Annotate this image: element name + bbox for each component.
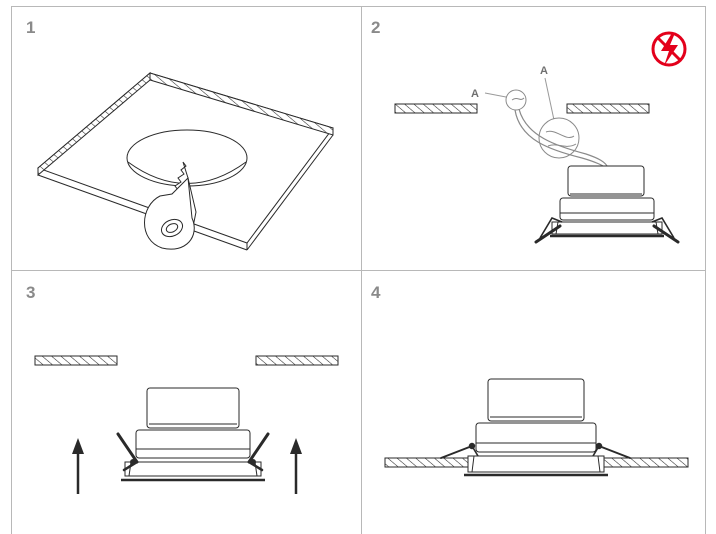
step-number-1: 1 <box>26 18 35 37</box>
panel-grid <box>11 6 706 534</box>
callout-label-a-right: A <box>540 65 548 77</box>
downlight-fixture <box>440 378 631 477</box>
arrow-up-icon <box>72 438 84 494</box>
panel-3-insert-fixture <box>34 355 339 494</box>
arrow-up-icon <box>290 438 302 494</box>
downlight-fixture <box>534 165 680 244</box>
ceiling-section-left <box>34 355 118 366</box>
ceiling-section-left <box>384 457 471 468</box>
spring-clip-left <box>440 442 479 459</box>
spring-clip-right <box>651 217 680 244</box>
spring-clip-right <box>247 432 270 472</box>
spring-clip-left <box>534 217 563 244</box>
supply-wires <box>514 108 609 169</box>
step-number-4: 4 <box>371 283 381 302</box>
ceiling-section-right <box>603 457 689 468</box>
spring-clip-left <box>116 432 139 472</box>
panel-2-wiring: A A <box>394 31 687 244</box>
detail-callouts: A A <box>471 65 555 121</box>
hole-saw-icon <box>144 161 197 250</box>
panel-4-installed <box>384 378 689 477</box>
panel-1-cut-ceiling <box>37 71 334 251</box>
connector-small <box>505 89 527 111</box>
step-number-2: 2 <box>371 18 380 37</box>
downlight-fixture <box>116 387 270 482</box>
ceiling-section-right <box>255 355 339 366</box>
cut-hole <box>126 129 248 187</box>
ceiling-section-right <box>566 103 650 114</box>
spring-clip-right <box>592 442 631 459</box>
connector-large <box>538 117 580 159</box>
step-number-3: 3 <box>26 283 35 302</box>
callout-label-a-left: A <box>471 88 479 100</box>
power-off-lightning-icon <box>651 31 687 67</box>
ceiling-section-left <box>394 103 478 114</box>
